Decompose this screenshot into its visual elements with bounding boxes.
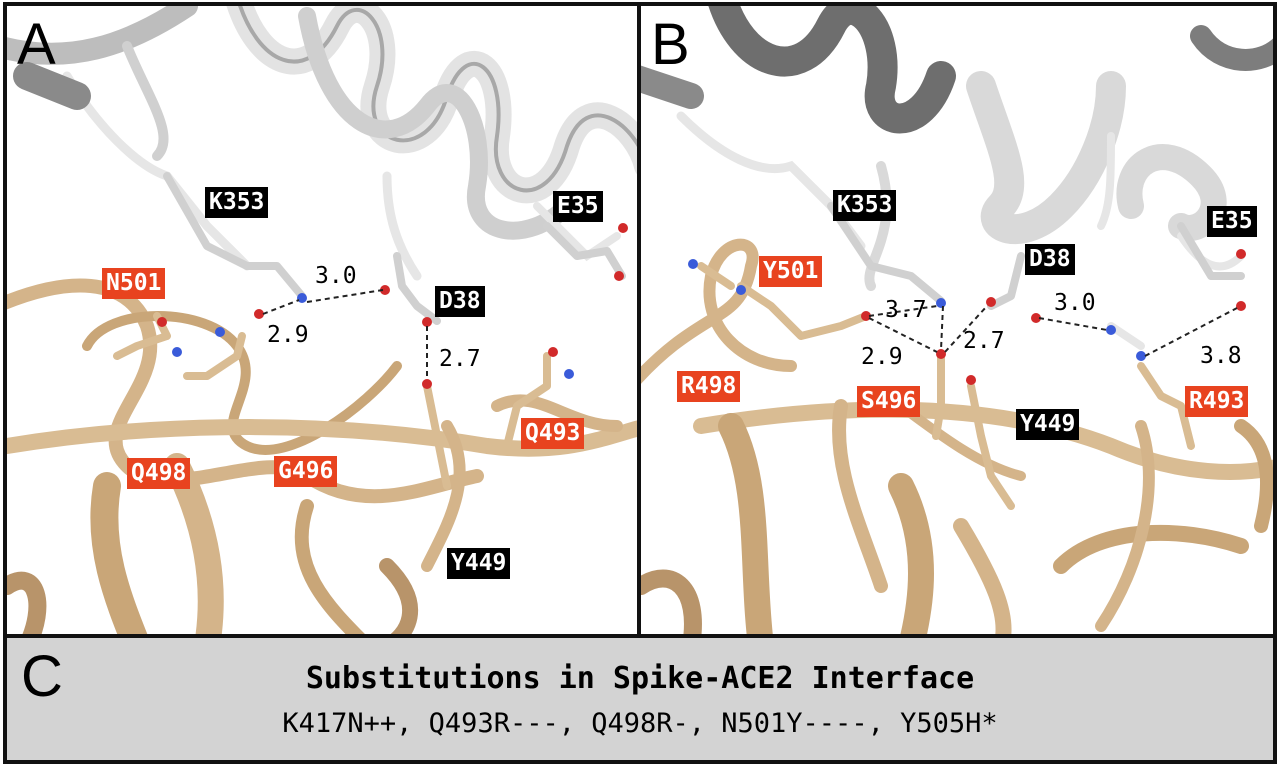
- label-k353: K353: [205, 187, 269, 218]
- label-r493: R493: [1185, 386, 1249, 417]
- ace2-ribbon: [7, 6, 639, 281]
- hbond-dashes: [868, 305, 1238, 357]
- label-r498: R498: [677, 371, 741, 402]
- distance-label: 3.0: [315, 263, 357, 289]
- panel-b-letter: B: [651, 12, 690, 77]
- distance-label: 2.7: [439, 346, 481, 372]
- panel-a: A K353 E35 D38 Y449 N501 Q498 G496 Q493 …: [3, 2, 643, 638]
- substitutions-list: K417N++, Q493R---, Q498R-, N501Y----, Y5…: [282, 708, 998, 739]
- distance-label: 3.8: [1200, 343, 1242, 369]
- distance-label: 2.9: [861, 344, 903, 370]
- spike-ribbon: [641, 238, 1273, 634]
- panel-c: C Substitutions in Spike-ACE2 Interface …: [3, 634, 1277, 764]
- hbond-dashes: [262, 289, 428, 380]
- residue-sticks: [113, 172, 628, 490]
- distance-label: 2.7: [963, 328, 1005, 354]
- label-d38: D38: [435, 286, 485, 317]
- panel-a-structure-image: [7, 6, 639, 634]
- substitutions-title: Substitutions in Spike-ACE2 Interface: [305, 661, 975, 696]
- ace2-ribbon: [641, 6, 1273, 291]
- label-y449: Y449: [447, 548, 511, 579]
- distance-label: 3.7: [885, 297, 927, 323]
- label-e35: E35: [553, 191, 603, 222]
- label-s496: S496: [857, 386, 921, 417]
- label-e35: E35: [1207, 206, 1257, 237]
- label-q493: Q493: [521, 418, 585, 449]
- label-k353: K353: [833, 190, 897, 221]
- label-g496: G496: [274, 456, 338, 487]
- label-d38: D38: [1025, 244, 1075, 275]
- label-y449: Y449: [1016, 409, 1080, 440]
- label-y501: Y501: [759, 256, 823, 287]
- panel-b: B K353 E35 D38 Y449 Y501 R498 S496 R493 …: [637, 2, 1277, 638]
- panel-b-structure-image: [641, 6, 1273, 634]
- label-q498: Q498: [127, 458, 191, 489]
- panel-a-letter: A: [17, 12, 56, 77]
- label-n501: N501: [102, 268, 166, 299]
- distance-label: 2.9: [267, 322, 309, 348]
- residue-sticks: [688, 202, 1246, 510]
- panel-c-letter: C: [21, 644, 63, 709]
- distance-label: 3.0: [1054, 290, 1096, 316]
